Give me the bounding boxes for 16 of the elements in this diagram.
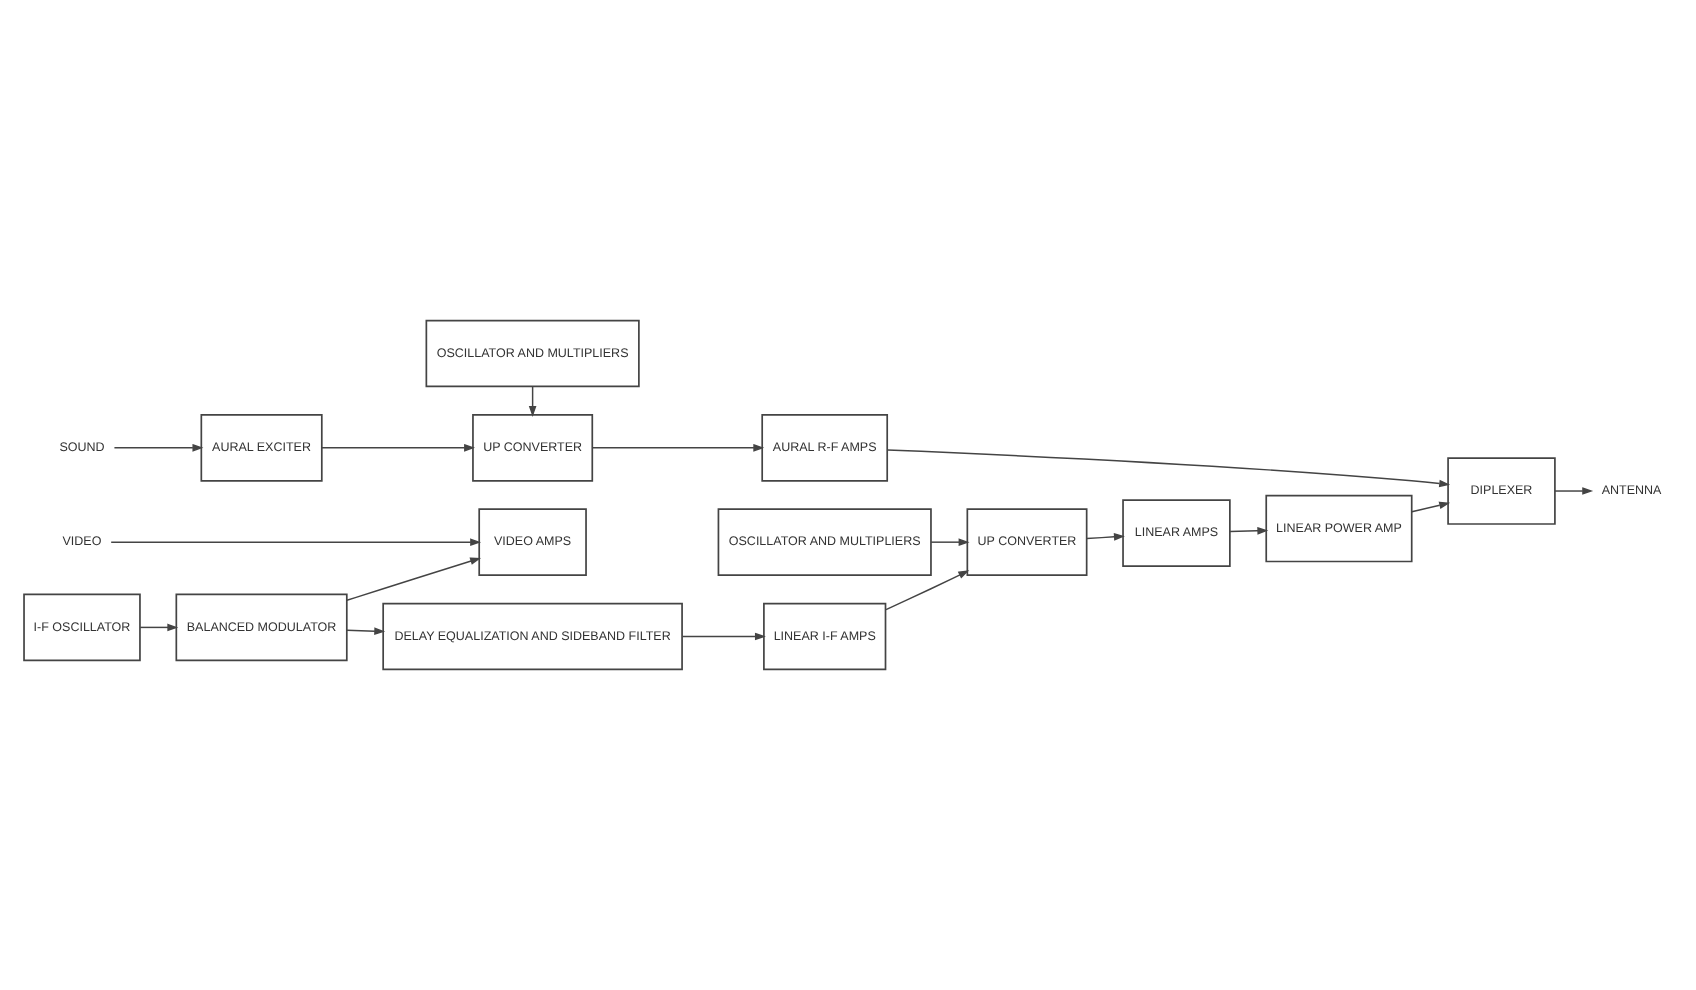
arrow [885,570,970,611]
arrow [346,627,386,635]
arrow [681,632,766,641]
arrow [110,538,482,546]
arrow [113,444,204,452]
arrow [1411,501,1451,513]
arrow [1554,487,1594,495]
arrow [886,449,1451,488]
arrow [139,623,179,632]
arrow [528,385,537,417]
arrow [1229,526,1269,535]
arrow [346,557,482,602]
arrow [1086,533,1125,541]
arrow [591,444,765,452]
arrow [930,538,970,546]
arrow [321,444,475,452]
